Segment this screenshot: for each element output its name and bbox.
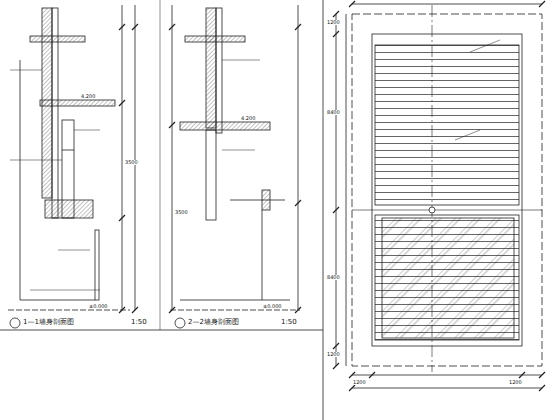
dimension: 1200 xyxy=(326,352,341,357)
scale-label: 1:50 xyxy=(130,319,148,326)
scale-label: 1:50 xyxy=(280,319,298,326)
elevation: 4.200 xyxy=(240,116,256,121)
elevation: ±0.000 xyxy=(262,304,283,309)
dimension: 8400 xyxy=(326,110,341,115)
dimension: 3500 xyxy=(174,210,189,215)
dimension: 1200 xyxy=(352,380,367,385)
view-title: 1—1墙身剖面图 xyxy=(22,319,75,326)
elevation: 4.200 xyxy=(80,94,96,99)
dimension: 1200 xyxy=(326,20,341,25)
elevation: ±0.000 xyxy=(88,304,109,309)
view-title: 2—2墙身剖面图 xyxy=(187,319,240,326)
dimension: 8400 xyxy=(326,275,341,280)
dimension: 3500 xyxy=(124,160,139,165)
dimension: 1200 xyxy=(508,380,523,385)
